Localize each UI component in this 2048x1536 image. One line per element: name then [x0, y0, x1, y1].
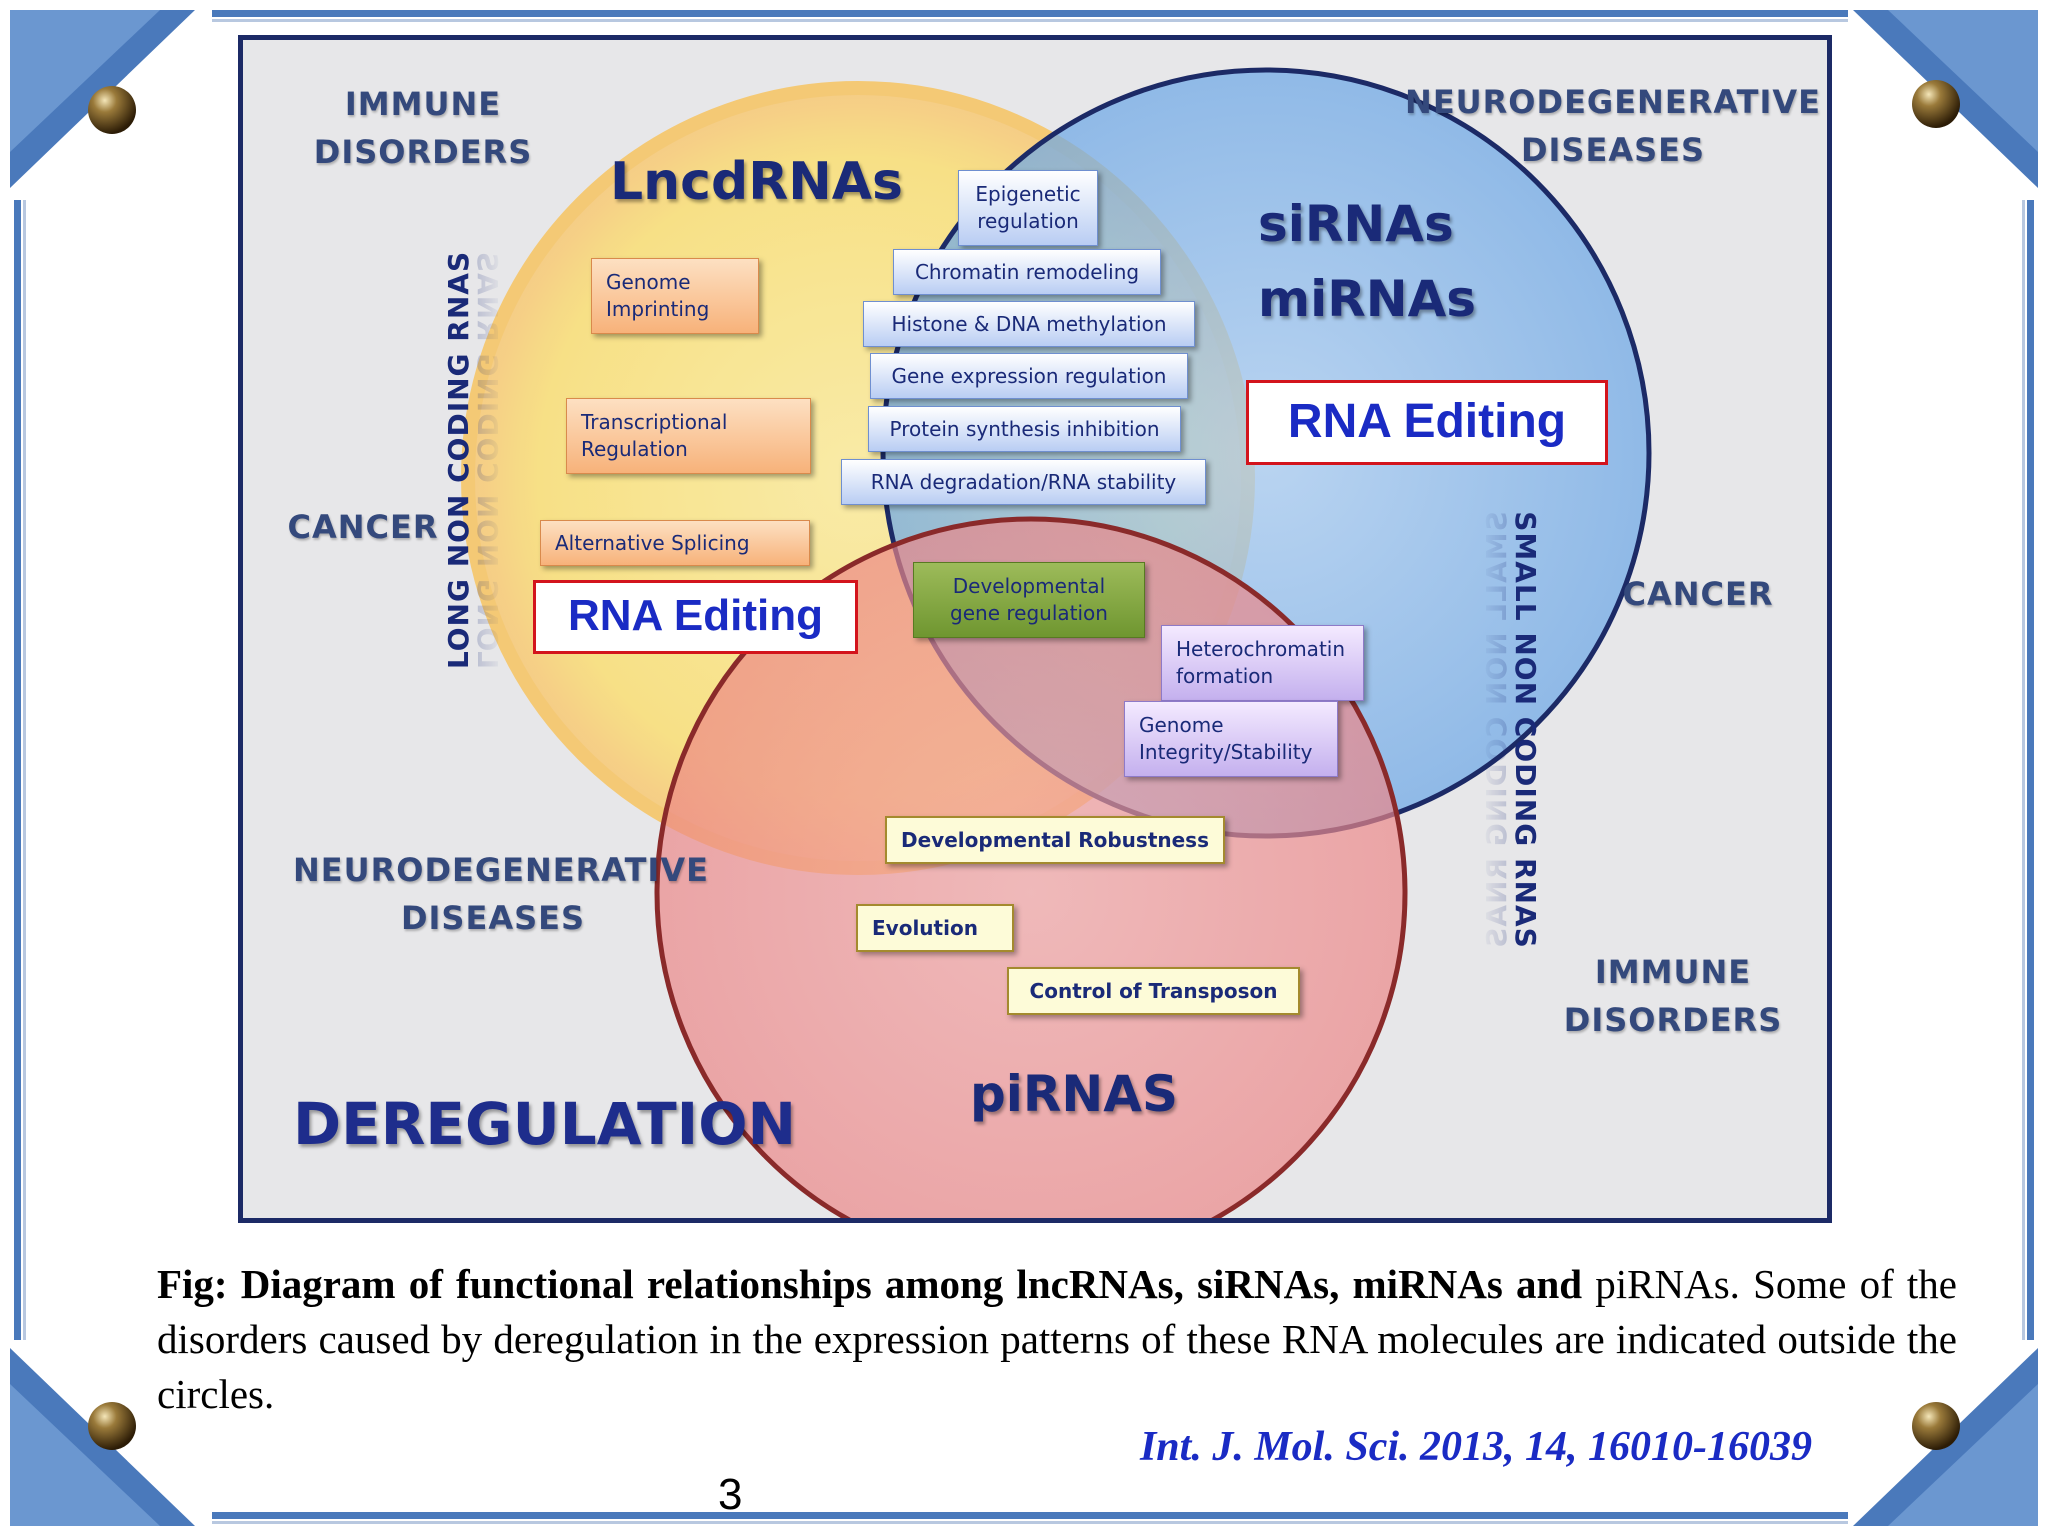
box-line: Developmental	[952, 574, 1106, 598]
control-of-transposon-box: Control of Transposon	[1007, 967, 1300, 1015]
chromatin-remodeling-box: Chromatin remodeling	[893, 249, 1161, 295]
label-line: DISORDERS	[313, 133, 533, 171]
label-line: NEURODEGENERATIVE	[293, 851, 709, 889]
immune-disorders-label: IMMUNE DISORDERS	[1543, 948, 1803, 1044]
gene-expression-regulation-box: Gene expression regulation	[870, 353, 1188, 399]
vertical-text-reflection: LONG NON CODING RNAS	[471, 250, 504, 670]
epigenetic-regulation-box: Epigenetic regulation	[958, 170, 1098, 246]
box-line: Imprinting	[606, 297, 710, 321]
label-line: DISORDERS	[1563, 1001, 1783, 1039]
transcriptional-regulation-box: Transcriptional Regulation	[566, 398, 811, 474]
box-line: Transcriptional	[581, 410, 728, 434]
box-line: formation	[1176, 664, 1274, 688]
developmental-gene-regulation-box: Developmental gene regulation	[913, 562, 1145, 638]
rna-degradation-stability-box: RNA degradation/RNA stability	[841, 459, 1206, 505]
alternative-splicing-box: Alternative Splicing	[540, 520, 810, 566]
label-line: DISEASES	[1520, 131, 1706, 169]
genome-imprinting-box: Genome Imprinting	[591, 258, 759, 334]
deregulation-title: DEREGULATION	[293, 1090, 797, 1158]
lncrnas-title: LncdRNAs	[610, 152, 903, 212]
neurodegenerative-diseases-label: NEURODEGENERATIVE DISEASES	[293, 846, 709, 942]
developmental-robustness-box: Developmental Robustness	[885, 816, 1225, 864]
histone-dna-methylation-box: Histone & DNA methylation	[863, 301, 1195, 347]
immune-disorders-label: IMMUNE DISORDERS	[293, 80, 553, 176]
corner-bottom-left	[10, 1348, 195, 1526]
figure-caption: Fig: Diagram of functional relationships…	[157, 1257, 1957, 1422]
rna-editing-box-right: RNA Editing	[1246, 380, 1608, 465]
pirnas-title: piRNAS	[970, 1065, 1178, 1123]
small-non-coding-rnas-label: SMALL NON CODING RNAS SMALL NON CODING R…	[1480, 511, 1542, 949]
mirnas-title: miRNAs	[1258, 270, 1477, 328]
cancer-label-right: CANCER	[1622, 575, 1774, 613]
box-line: Epigenetic	[975, 182, 1081, 206]
corner-top-left	[10, 10, 195, 188]
box-line: Integrity/Stability	[1139, 740, 1313, 764]
box-line: Heterochromatin	[1176, 637, 1346, 661]
corner-top-right	[1853, 10, 2038, 188]
vertical-text: SMALL NON CODING RNAS	[1509, 511, 1542, 949]
venn-diagram-panel: IMMUNE DISORDERS NEURODEGENERATIVE DISEA…	[238, 35, 1832, 1223]
box-line: Genome	[1139, 713, 1224, 737]
box-line: Regulation	[581, 437, 688, 461]
caption-rest: piRNAs. Some of the disorders caused by …	[157, 1261, 1957, 1417]
genome-integrity-stability-box: Genome Integrity/Stability	[1124, 701, 1338, 777]
label-line: DISEASES	[400, 899, 586, 937]
protein-synthesis-inhibition-box: Protein synthesis inhibition	[868, 406, 1181, 452]
neurodegenerative-diseases-label: NEURODEGENERATIVE DISEASES	[1403, 78, 1823, 174]
label-line: NEURODEGENERATIVE	[1405, 83, 1821, 121]
box-line: regulation	[977, 209, 1079, 233]
sirnas-title: siRNAs	[1258, 195, 1454, 253]
heterochromatin-formation-box: Heterochromatin formation	[1161, 625, 1364, 701]
cancer-label-left: CANCER	[287, 508, 439, 546]
page-number: 3	[718, 1470, 743, 1519]
box-line: gene regulation	[950, 601, 1108, 625]
label-line: IMMUNE	[344, 85, 502, 123]
caption-bold: Fig: Diagram of functional relationships…	[157, 1261, 1583, 1307]
corner-bottom-right	[1853, 1348, 2038, 1526]
vertical-text-reflection: SMALL NON CODING RNAS	[1480, 511, 1513, 949]
label-line: IMMUNE	[1594, 953, 1752, 991]
box-line: Genome	[606, 270, 691, 294]
citation: Int. J. Mol. Sci. 2013, 14, 16010-16039	[1139, 1424, 1812, 1470]
evolution-box: Evolution	[856, 904, 1014, 952]
long-non-coding-rnas-label: LONG NON CODING RNAS LONG NON CODING RNA…	[442, 251, 504, 669]
rna-editing-box-left: RNA Editing	[533, 580, 858, 654]
